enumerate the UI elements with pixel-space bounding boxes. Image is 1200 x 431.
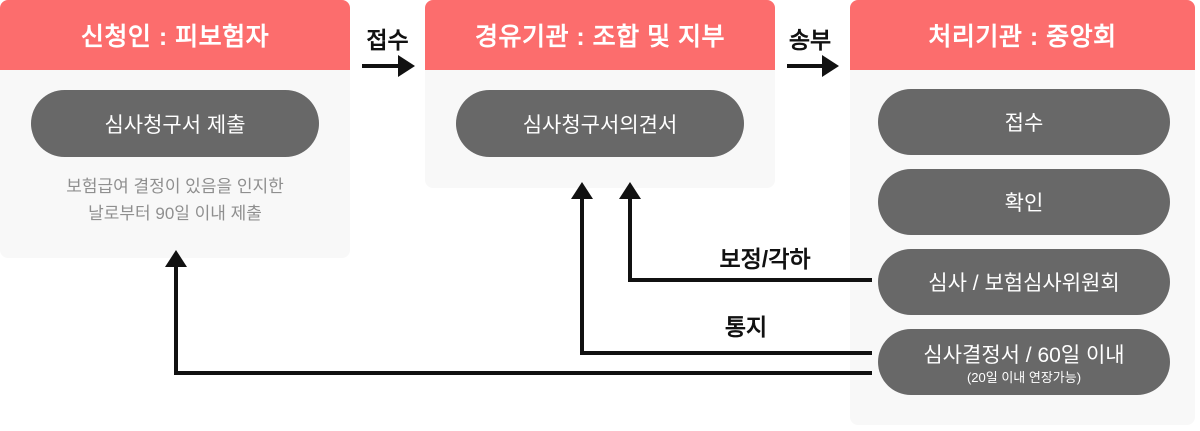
submit-claim-pill: 심사청구서 제출 <box>31 90 319 157</box>
notification-label: 통지 <box>724 314 768 340</box>
submission-deadline-note: 보험급여 결정이 있음을 인지한 날로부터 90일 이내 제출 <box>0 173 350 227</box>
send-arrow-shaft <box>787 64 824 68</box>
notification-line-horizontal <box>580 351 872 355</box>
applicant-card: 신청인 : 피보험자 심사청구서 제출 보험급여 결정이 있음을 인지한 날로부… <box>0 0 350 258</box>
review-committee-pill-label: 심사 / 보험심사위원회 <box>928 272 1120 295</box>
confirm-step-pill-label: 확인 <box>1004 192 1044 215</box>
correction-dismissal-arrow-head-icon <box>619 182 641 199</box>
submission-deadline-note-line2: 날로부터 90일 이내 제출 <box>88 204 262 223</box>
claim-opinion-pill-label: 심사청구서의견서 <box>522 113 678 137</box>
send-arrow-head-icon <box>822 55 839 77</box>
receipt-flow-label: 접수 <box>366 27 409 53</box>
submission-deadline-note-line1: 보험급여 결정이 있음을 인지한 <box>66 177 284 196</box>
decision-to-applicant-line-vertical <box>174 266 178 375</box>
submit-claim-pill-label: 심사청구서 제출 <box>104 113 246 137</box>
notification-line-vertical <box>580 198 584 355</box>
claim-opinion-pill: 심사청구서의견서 <box>456 90 744 157</box>
correction-dismissal-label: 보정/각하 <box>719 246 811 272</box>
notification-arrow-head-icon <box>571 182 593 199</box>
receipt-arrow-shaft <box>362 64 400 68</box>
decision-to-applicant-line-horizontal <box>174 371 872 375</box>
processing-organization-card-body: 접수 확인 심사 / 보험심사위원회 심사결정서 / 60일 이내 (20일 이… <box>850 70 1195 425</box>
receipt-step-pill: 접수 <box>878 89 1170 155</box>
via-organization-card: 경유기관 : 조합 및 지부 심사청구서의견서 <box>425 0 775 188</box>
decision-to-applicant-arrow-head-icon <box>165 250 187 267</box>
correction-dismissal-line-vertical <box>628 198 632 282</box>
applicant-card-body: 심사청구서 제출 보험급여 결정이 있음을 인지한 날로부터 90일 이내 제출 <box>0 70 350 258</box>
processing-organization-card-header: 처리기관 : 중앙회 <box>850 0 1195 70</box>
processing-organization-card: 처리기관 : 중앙회 접수 확인 심사 / 보험심사위원회 심사결정서 / 60… <box>850 0 1195 425</box>
confirm-step-pill: 확인 <box>878 169 1170 235</box>
correction-dismissal-line-horizontal <box>628 278 872 282</box>
receipt-arrow-head-icon <box>398 55 415 77</box>
via-organization-card-title: 경유기관 : 조합 및 지부 <box>474 23 726 51</box>
receipt-step-pill-label: 접수 <box>1004 112 1044 135</box>
decision-letter-pill-sublabel: (20일 이내 연장가능) <box>966 369 1082 385</box>
decision-letter-pill-label: 심사결정서 / 60일 이내 <box>923 343 1125 367</box>
via-organization-card-body: 심사청구서의견서 <box>425 70 775 188</box>
applicant-card-title: 신청인 : 피보험자 <box>80 23 270 51</box>
decision-letter-pill: 심사결정서 / 60일 이내 (20일 이내 연장가능) <box>878 329 1170 395</box>
review-committee-pill: 심사 / 보험심사위원회 <box>878 249 1170 315</box>
processing-organization-card-title: 처리기관 : 중앙회 <box>928 23 1117 51</box>
applicant-card-header: 신청인 : 피보험자 <box>0 0 350 70</box>
send-flow-label: 송부 <box>788 27 832 53</box>
via-organization-card-header: 경유기관 : 조합 및 지부 <box>425 0 775 70</box>
